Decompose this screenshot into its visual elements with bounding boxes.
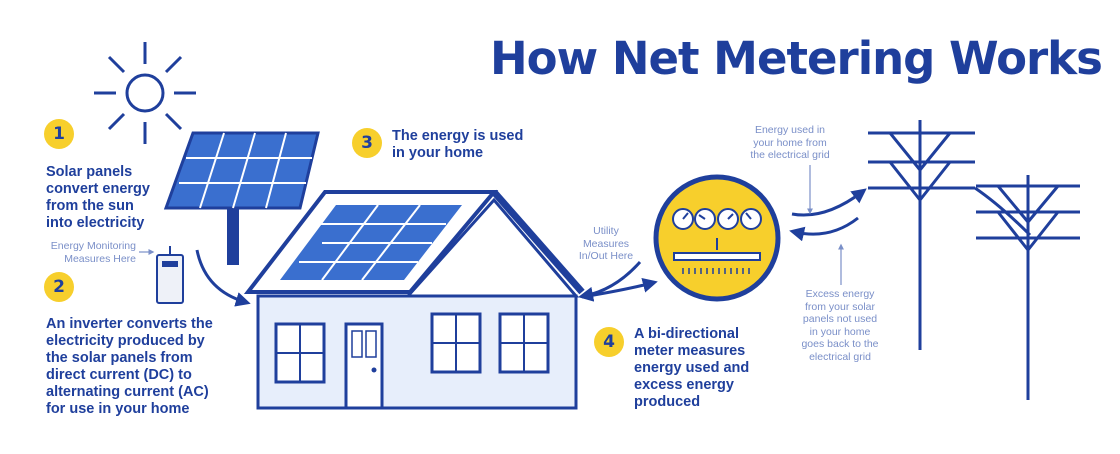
sun-icon bbox=[94, 42, 196, 144]
page-title: How Net Metering Works bbox=[490, 32, 1103, 85]
note-utility-measures: Utility Measures In/Out Here bbox=[578, 225, 634, 262]
electric-meter-icon bbox=[653, 174, 781, 302]
solar-panel-icon bbox=[163, 131, 320, 265]
note-grid-in: Energy used in your home from the electr… bbox=[750, 124, 830, 161]
step-3-text: The energy is used in your home bbox=[392, 128, 524, 161]
inverter-icon bbox=[156, 246, 184, 304]
step-4-text: A bi-directional meter measures energy u… bbox=[634, 326, 750, 410]
note-energy-monitoring: Energy Monitoring Measures Here bbox=[50, 240, 136, 265]
house-icon bbox=[243, 189, 585, 410]
step-2-text: An inverter converts the electricity pro… bbox=[46, 316, 213, 417]
power-pole-icon bbox=[868, 120, 1080, 400]
step-1-badge: 1 bbox=[44, 119, 74, 149]
step-3-badge: 3 bbox=[352, 128, 382, 158]
step-2-badge: 2 bbox=[44, 272, 74, 302]
note-grid-out: Excess energy from your solar panels not… bbox=[801, 288, 879, 363]
step-4-badge: 4 bbox=[594, 327, 624, 357]
step-1-text: Solar panels convert energy from the sun… bbox=[46, 164, 150, 231]
